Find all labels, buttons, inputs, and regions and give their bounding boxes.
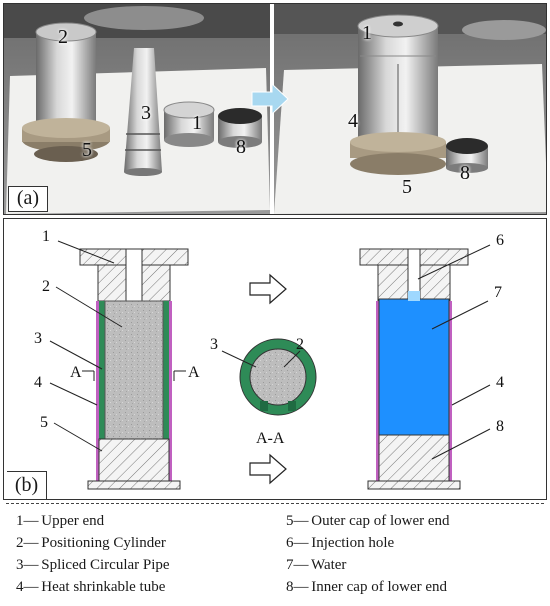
photo-disassembled: 2 5 3 1 8 <box>4 4 270 214</box>
photo-assembled-drawing <box>274 4 546 214</box>
photo-label: 5 <box>402 176 412 198</box>
legend-text: Outer cap of lower end <box>311 513 450 529</box>
panel-a-photos: 2 5 3 1 8 <box>3 3 547 215</box>
section-label-cylinder: 2 <box>296 336 304 353</box>
legend-text: Upper end <box>41 513 105 529</box>
cross-section-aa: 3 2 A-A <box>210 336 317 447</box>
schematic-drawing: A A 1 2 3 4 5 <box>34 228 504 490</box>
hollow-right-arrow-icon <box>249 273 287 305</box>
label-heat-shrink-tube: 4 <box>34 374 42 391</box>
legend-text: Inner cap of lower end <box>311 579 448 595</box>
photo-label: 2 <box>58 26 68 48</box>
label-spliced-pipe: 3 <box>34 330 42 347</box>
legend-text: Water <box>310 557 347 573</box>
label-injection-hole: 6 <box>496 232 504 249</box>
photo-label: 3 <box>141 102 151 124</box>
label-positioning-cylinder: 2 <box>42 278 50 295</box>
legend-item-water: 7— Water <box>286 557 347 573</box>
panel-a-label: (a) <box>8 186 48 212</box>
light-blue-arrow-icon <box>251 82 289 116</box>
section-mark-left: A <box>70 364 82 381</box>
legend-item-heat-shrink-tube: 4— Heat shrinkable tube <box>16 579 166 595</box>
label-heat-shrink-tube-right: 4 <box>496 374 504 391</box>
photo-label: 8 <box>460 162 470 184</box>
legend-item-spliced-pipe: 3— Spliced Circular Pipe <box>16 557 170 573</box>
legend-item-upper-end: 1— Upper end <box>16 513 105 529</box>
legend-item-positioning-cylinder: 2— Positioning Cylinder <box>16 535 166 551</box>
photo-disassembled-drawing <box>4 4 270 214</box>
legend: 1— Upper end 2— Positioning Cylinder 3— … <box>14 510 544 602</box>
legend-text: Positioning Cylinder <box>41 535 166 551</box>
photo-label: 4 <box>348 110 358 132</box>
legend-text: Spliced Circular Pipe <box>41 557 170 573</box>
panel-b-label: (b) <box>7 471 47 499</box>
legend-text: Heat shrinkable tube <box>41 579 166 595</box>
hollow-right-arrow-icon <box>249 453 287 485</box>
label-inner-cap: 8 <box>496 418 504 435</box>
legend-divider <box>6 503 544 504</box>
schematic-assembly: A A 1 2 3 4 5 <box>34 228 200 490</box>
legend-item-inner-cap: 8— Inner cap of lower end <box>286 579 448 595</box>
photo-label: 1 <box>362 22 372 44</box>
photo-label: 5 <box>82 139 92 161</box>
label-outer-cap: 5 <box>40 414 48 431</box>
photo-assembled: 1 4 5 8 <box>274 4 546 214</box>
cross-section-caption: A-A <box>256 430 285 447</box>
label-water: 7 <box>494 284 502 301</box>
legend-item-injection-hole: 6— Injection hole <box>286 535 395 551</box>
photo-label: 8 <box>236 136 246 158</box>
legend-item-outer-cap: 5— Outer cap of lower end <box>286 513 450 529</box>
photo-label: 1 <box>192 112 202 134</box>
schematic-water-filled: 6 7 4 8 <box>359 232 504 490</box>
section-mark-right: A <box>188 364 200 381</box>
legend-text: Injection hole <box>311 535 395 551</box>
section-label-pipe: 3 <box>210 336 218 353</box>
label-upper-end: 1 <box>42 228 50 245</box>
panel-b-schematic: A A 1 2 3 4 5 <box>3 218 547 500</box>
